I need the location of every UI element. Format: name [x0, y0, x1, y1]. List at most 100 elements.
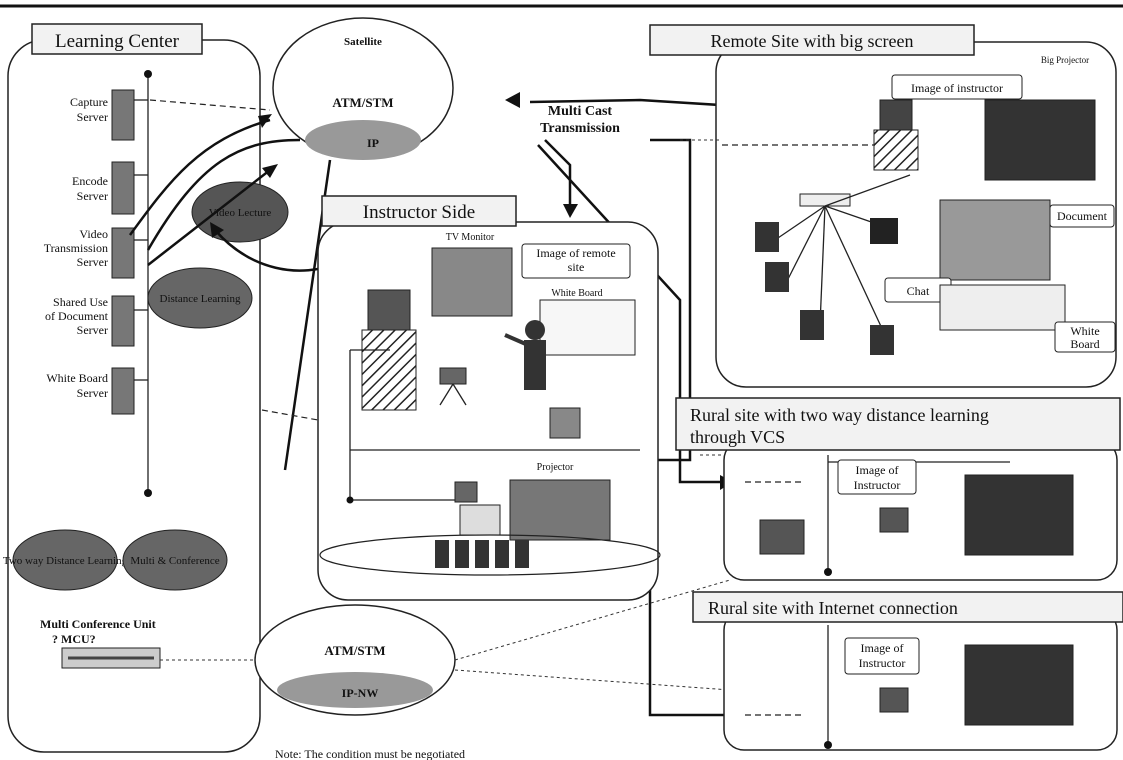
- mcu-label-2: ? MCU?: [52, 632, 96, 646]
- rural-vcs-titlebox: [675, 397, 1121, 451]
- two-way-bubble-label: Two way Distance Learning: [3, 555, 128, 567]
- internet-screen: [964, 644, 1074, 726]
- distance-learning-label: Distance Learning: [160, 293, 241, 305]
- lc-bus-end-bottom: [144, 489, 152, 497]
- instructor-image-callout: [891, 74, 1023, 100]
- doc-server-label-2: of Document: [45, 309, 109, 323]
- learning-center-panel: Learning Center Capture Server Encode Se…: [3, 23, 261, 753]
- vcs-instructor-label-2: Instructor: [854, 478, 901, 492]
- two-way-bubble: [12, 529, 118, 591]
- learning-center-titlebox: [31, 23, 203, 55]
- remote-image-label-2: site: [568, 260, 585, 274]
- instructor-side-panel: Instructor Side TV Monitor Image of remo…: [261, 195, 661, 601]
- white-board-server: White Board Server: [46, 367, 148, 415]
- rural-internet-titlebox: [692, 591, 1123, 623]
- instructor-person-icon: [525, 320, 545, 340]
- wb-server-label-2: Server: [77, 386, 108, 400]
- doc-server-label-1: Shared Use: [53, 295, 108, 309]
- remote-site-panel: Remote Site with big screen Big Projecto…: [649, 24, 1117, 388]
- tv-monitor-icon: [431, 247, 513, 317]
- camera-icon: [439, 367, 467, 385]
- ground-network-cloud: [277, 672, 433, 708]
- instructor-dashed-link: [261, 409, 319, 421]
- vcs-terminal-icon: [759, 519, 805, 555]
- rural-internet-panel: Rural site with Internet connection Imag…: [692, 591, 1123, 751]
- remote-image-callout: [521, 243, 631, 279]
- arrow-video-to-satellite-3: [146, 138, 301, 251]
- lc-bus-end-top: [144, 70, 152, 78]
- rural-vcs-panel: Rural site with two way distance learnin…: [675, 397, 1121, 581]
- learning-center-title: Learning Center: [55, 31, 180, 52]
- multi-conference-bubble-label: Multi & Conference: [130, 555, 219, 567]
- audience-icons: [435, 540, 529, 568]
- shared-document-server: Shared Use of Document Server: [45, 295, 148, 347]
- distance-learning-bubble: [147, 267, 253, 329]
- remote-site-titlebox: [649, 24, 975, 56]
- ground-ipnw-label: IP-NW: [342, 686, 379, 700]
- tv-monitor-label: TV Monitor: [446, 232, 495, 243]
- white-board-callout-2: Board: [1070, 337, 1099, 351]
- instructor-image-label: Image of instructor: [911, 81, 1003, 95]
- ground-to-internet-link: [454, 669, 731, 691]
- rural-vcs-title-2: through VCS: [690, 427, 785, 447]
- footnote: Note: The condition must be negotiated: [275, 747, 465, 760]
- ground-network: ATM/STM IP-NW: [254, 604, 456, 716]
- satellite-network: Satellite ATM/STM IP: [272, 17, 454, 160]
- satellite-cloud: [305, 120, 421, 160]
- wb-server-label-1: White Board: [46, 371, 108, 385]
- projection-screen-icon: [509, 479, 611, 541]
- video-server-icon: [111, 227, 135, 279]
- capture-server-label-1: Capture: [70, 95, 108, 109]
- internet-instructor-label-1: Image of: [861, 641, 904, 655]
- remote-site-title: Remote Site with big screen: [711, 31, 914, 51]
- capture-server-icon: [111, 89, 135, 141]
- rural-internet-title: Rural site with Internet connection: [708, 598, 958, 618]
- encode-server: Encode Server: [72, 161, 148, 215]
- multicast-label-1: Multi Cast: [548, 104, 613, 119]
- rural-vcs-title-1: Rural site with two way distance learnin…: [690, 405, 989, 425]
- capture-server-label-2: Server: [77, 110, 108, 124]
- internet-instructor-callout: [844, 637, 920, 675]
- ground-atm-label: ATM/STM: [324, 643, 385, 658]
- encode-server-label-2: Server: [77, 189, 108, 203]
- instructor-whiteboard-icon: [539, 299, 636, 356]
- audience-area: [319, 534, 661, 576]
- encode-server-icon: [111, 161, 135, 215]
- internet-instructor-label-2: Instructor: [859, 656, 906, 670]
- projector-icon: [454, 481, 478, 503]
- remote-codec-icon: [873, 129, 919, 171]
- video-server-label-3: Server: [77, 255, 108, 269]
- document-label: Document: [1057, 209, 1108, 223]
- remote-camera-icon: [879, 99, 913, 131]
- codec-cabinet-icon: [361, 329, 417, 411]
- multi-conference-bubble: [122, 529, 228, 591]
- white-board-callout-1: White: [1070, 324, 1099, 338]
- vcs-instructor-label-1: Image of: [856, 463, 899, 477]
- big-projector-screen: [984, 99, 1096, 181]
- encode-server-label-1: Encode: [72, 174, 108, 188]
- satellite-title: Satellite: [344, 36, 382, 48]
- video-server-label-1: Video: [79, 227, 108, 241]
- satellite-atm-label: ATM/STM: [332, 95, 393, 110]
- multicast-to-instructor-arrow: [544, 139, 572, 210]
- white-board-callout: [1054, 321, 1116, 353]
- remote-whiteboard-screen: [939, 284, 1066, 331]
- white-board-label: White Board: [551, 288, 602, 299]
- phone-icon: [870, 218, 898, 244]
- remote-students: [755, 222, 894, 355]
- camera-monitor-icon: [367, 289, 411, 331]
- capture-server: Capture Server: [70, 89, 148, 141]
- internet-camera-icon: [879, 687, 909, 713]
- multicast-label-2: Transmission: [540, 121, 620, 136]
- doc-server-label-3: Server: [77, 323, 108, 337]
- vcs-camera-icon: [879, 507, 909, 533]
- chat-label: Chat: [907, 284, 930, 298]
- satellite-ip-label: IP: [367, 136, 379, 150]
- document-callout: [1049, 204, 1115, 228]
- vcs-instructor-callout: [837, 459, 917, 495]
- vcs-screen: [964, 474, 1074, 556]
- video-server-label-2: Transmission: [44, 241, 108, 255]
- instructor-side-titlebox: [321, 195, 517, 227]
